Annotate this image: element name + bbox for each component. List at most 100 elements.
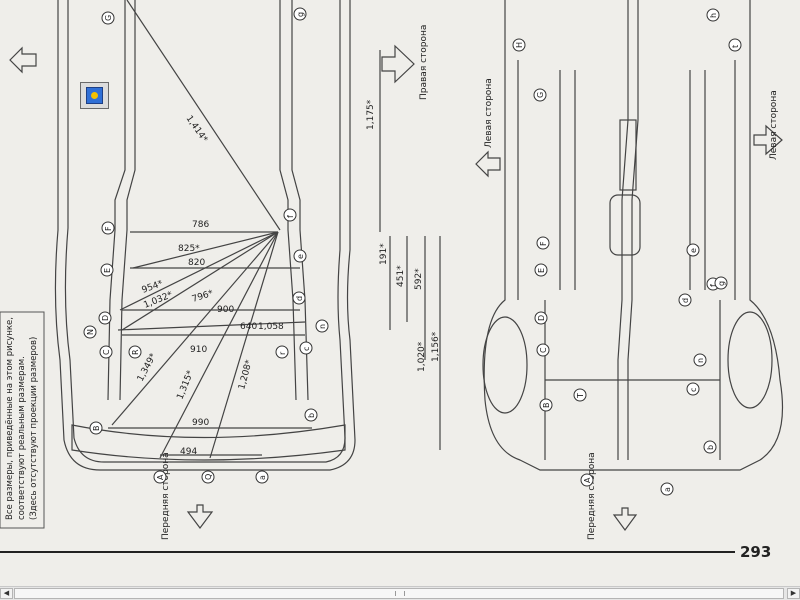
- front-bumper: [71, 424, 346, 461]
- point-right-label-14: f: [709, 284, 718, 287]
- scroll-thumb[interactable]: [14, 588, 784, 599]
- note-line-1: Все размеры, приведённые на этом рисунке…: [5, 317, 15, 520]
- point-right-marker-5: [536, 236, 550, 250]
- point-right-label-2: C: [539, 347, 548, 353]
- zoom-tool-dot: [91, 92, 98, 99]
- point-right-marker-2: [536, 343, 550, 357]
- dim-1020: 1,020*: [417, 341, 427, 372]
- point-left-marker-16: [293, 7, 307, 21]
- point-right-marker-11: [686, 382, 700, 396]
- dim-640: 640: [240, 322, 257, 332]
- dim-1315: 1,315*: [176, 369, 197, 401]
- dim-191: 191*: [379, 243, 389, 265]
- point-left-label-0: A: [156, 474, 165, 480]
- point-left-marker-13: [292, 291, 306, 305]
- dim-1175: 1,175*: [366, 99, 376, 130]
- point-left-marker-14: [293, 249, 307, 263]
- point-left-label-12: c: [302, 347, 311, 351]
- point-right-marker-7: [512, 38, 526, 52]
- point-left-marker-10: [255, 470, 269, 484]
- dim-494: 494: [180, 447, 197, 457]
- point-right-label-16: h: [709, 13, 718, 18]
- point-left-label-1: B: [92, 426, 101, 432]
- left-side-label: Левая сторона: [484, 78, 494, 148]
- point-left-label-3: D: [101, 315, 110, 321]
- scanned-page: 786 825* 820 954* 1,032* 796* 900 640 1,…: [0, 0, 783, 561]
- point-right-marker-9: [660, 482, 674, 496]
- point-left-label-9: Q: [204, 474, 213, 480]
- point-right-label-12: d: [681, 298, 690, 303]
- note-line-3: (Здесь отсутствуют проекции размеров): [29, 337, 39, 520]
- horizontal-scrollbar[interactable]: ◀ ▶: [0, 586, 800, 600]
- note-block: Все размеры, приведённые на этом рисунке…: [0, 311, 45, 529]
- point-left-marker-9: [201, 470, 215, 484]
- point-left-label-6: G: [104, 15, 113, 21]
- point-right-marker-13: [686, 243, 700, 257]
- point-left-label-8: R: [131, 349, 140, 355]
- point-right-label-13: e: [689, 248, 698, 253]
- note-line-2: соответствуют реальным размерам.: [17, 356, 27, 520]
- point-left-marker-3: [98, 311, 112, 325]
- point-left-marker-17: [315, 319, 329, 333]
- point-left-label-16: g: [296, 12, 305, 17]
- scroll-left-button[interactable]: ◀: [0, 588, 13, 599]
- point-left-marker-0: [153, 470, 167, 484]
- point-right-label-11: c: [689, 388, 698, 392]
- point-left-label-5: F: [104, 226, 113, 231]
- scroll-right-button[interactable]: ▶: [787, 588, 800, 599]
- point-left-marker-5: [101, 221, 115, 235]
- right-body-outline: [483, 0, 783, 471]
- front-side-label-right: Передняя сторона: [587, 452, 597, 540]
- point-right-label-0: A: [583, 477, 592, 483]
- point-right-marker-8: [573, 388, 587, 402]
- exhaust-pipe: [617, 0, 639, 460]
- point-right-marker-4: [534, 263, 548, 277]
- zoom-tool-icon[interactable]: [80, 82, 109, 109]
- dim-820: 820: [188, 258, 205, 268]
- dim-990: 990: [192, 418, 209, 428]
- point-left-marker-4: [100, 263, 114, 277]
- point-right-marker-10: [703, 440, 717, 454]
- left-body-outline: [54, 0, 356, 471]
- chassis-drawing: 786 825* 820 954* 1,032* 796* 900 640 1,…: [0, 0, 783, 561]
- dim-1208: 1,208*: [237, 358, 255, 390]
- page-number: 293: [740, 543, 771, 561]
- point-left-marker-12: [299, 341, 313, 355]
- point-right-label-4: E: [537, 268, 546, 273]
- point-left-label-14: e: [296, 254, 305, 259]
- point-right-marker-3: [534, 311, 548, 325]
- dim-786: 786: [192, 220, 209, 230]
- point-left-label-2: C: [102, 349, 111, 355]
- dimension-labels: 786 825* 820 954* 1,032* 796* 900 640 1,…: [136, 99, 441, 457]
- point-right-marker-12: [678, 293, 692, 307]
- point-left-label-4: E: [103, 268, 112, 273]
- point-right-label-3: D: [537, 315, 546, 321]
- point-right-marker-17: [728, 38, 742, 52]
- point-left-marker-11: [304, 408, 318, 422]
- point-left-label-15: f: [286, 215, 295, 218]
- point-right-marker-16: [706, 8, 720, 22]
- point-left-label-11: b: [307, 413, 316, 418]
- dim-900: 900: [217, 305, 234, 315]
- dim-1058: 1,058: [258, 322, 284, 332]
- point-right-label-10: b: [706, 445, 715, 450]
- point-right-marker-18: [693, 353, 707, 367]
- point-left-marker-7: [83, 325, 97, 339]
- point-right-label-18: n: [696, 358, 705, 363]
- point-left-label-18: r: [278, 351, 287, 355]
- dim-592: 592*: [414, 268, 424, 290]
- dim-1156: 1,156*: [431, 331, 441, 362]
- dim-796: 796*: [191, 288, 215, 304]
- dim-825: 825*: [178, 244, 200, 254]
- point-right-marker-15: [714, 276, 728, 290]
- front-side-label-left: Передняя сторона: [161, 452, 171, 540]
- point-left-label-17: n: [318, 324, 327, 329]
- point-left-marker-6: [101, 11, 115, 25]
- point-right-label-9: a: [663, 487, 672, 492]
- point-right-label-17: t: [731, 45, 740, 48]
- point-left-label-7: N: [86, 329, 95, 335]
- point-right-label-1: B: [542, 403, 551, 409]
- point-right-marker-0: [580, 473, 594, 487]
